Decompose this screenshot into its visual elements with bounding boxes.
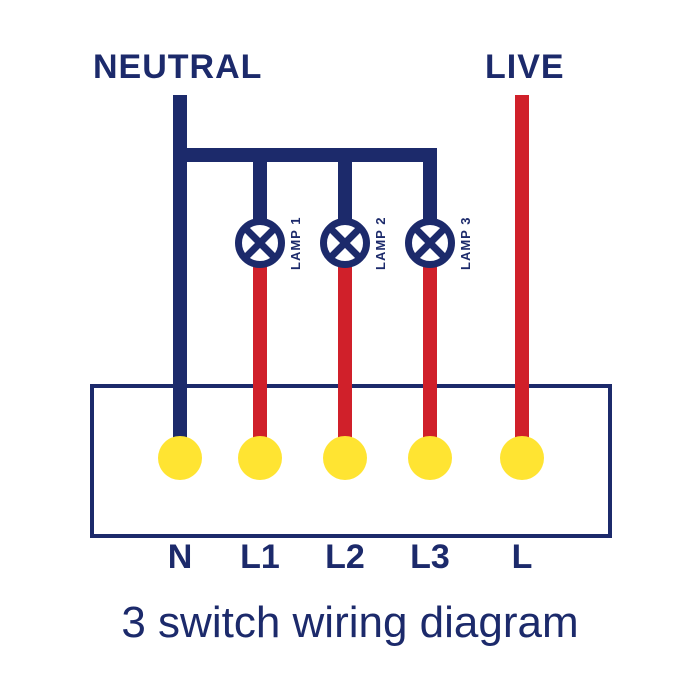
neutral-wire — [173, 95, 187, 465]
terminal-dot-l — [500, 436, 544, 480]
terminal-dot-l2 — [323, 436, 367, 480]
neutral-label: NEUTRAL — [93, 48, 263, 86]
lamp1-label: LAMP 1 — [288, 216, 303, 270]
lamp2-red-wire — [338, 264, 352, 458]
terminal-label-l2: L2 — [325, 538, 365, 576]
diagram-title: 3 switch wiring diagram — [121, 598, 579, 647]
lamp3-icon — [405, 218, 455, 268]
neutral-bus-wire — [173, 148, 437, 162]
lamp3-label: LAMP 3 — [458, 216, 473, 270]
terminal-dot-n — [158, 436, 202, 480]
lamp1-drop-wire — [253, 148, 267, 222]
lamp2-icon — [320, 218, 370, 268]
terminal-dot-l1 — [238, 436, 282, 480]
lamp1-icon — [235, 218, 285, 268]
lamp1-red-wire — [253, 264, 267, 458]
lamp2-drop-wire — [338, 148, 352, 222]
terminal-label-l: L — [511, 538, 533, 576]
lamp3-drop-wire — [423, 148, 437, 222]
terminal-label-l1: L1 — [240, 538, 280, 576]
live-wire — [515, 95, 529, 465]
lamp2-label: LAMP 2 — [373, 216, 388, 270]
live-label: LIVE — [485, 48, 565, 86]
terminal-label-l3: L3 — [410, 538, 450, 576]
lamp3-red-wire — [423, 264, 437, 458]
terminal-dot-l3 — [408, 436, 452, 480]
terminal-label-n: N — [167, 538, 193, 576]
